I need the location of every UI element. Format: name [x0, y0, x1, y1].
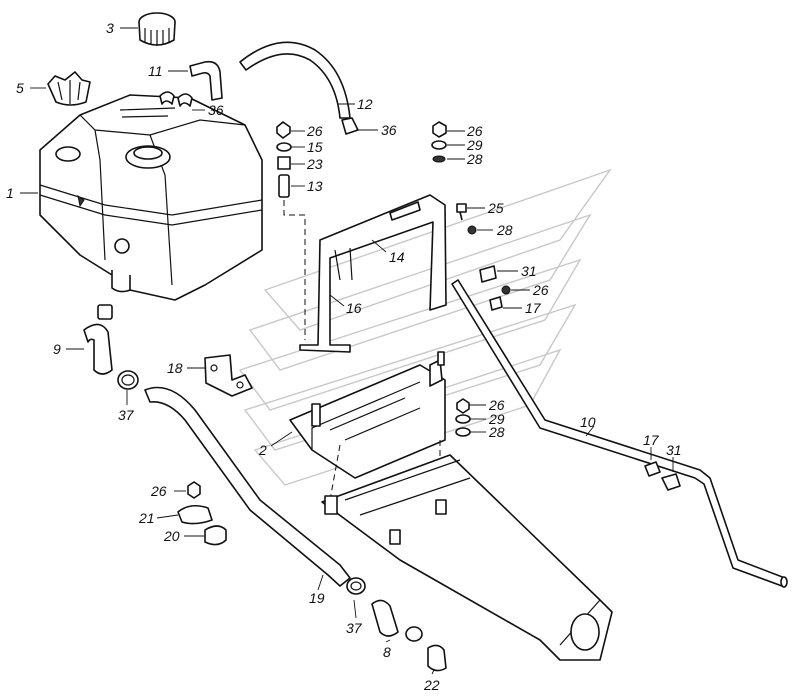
callout-36-right: 36: [381, 122, 397, 138]
callout-29-lower: 29: [488, 411, 505, 427]
callout-31-top: 31: [521, 263, 537, 279]
callout-18: 18: [167, 360, 183, 376]
callout-26-mid: 26: [532, 282, 549, 298]
callout-11: 11: [148, 63, 163, 79]
part-12-hose: [239, 41, 359, 135]
callout-29-top: 29: [466, 137, 483, 153]
part-long-housing: [321, 454, 613, 661]
part-5-filler-cap: [47, 71, 91, 106]
part-1-expansion-tank: [39, 94, 263, 301]
part-2-mounting-plate: [289, 351, 446, 479]
callout-31-lower: 31: [666, 442, 682, 458]
callout-17-lower: 17: [643, 432, 660, 448]
callout-2: 2: [258, 442, 267, 458]
callout-26-lower: 26: [488, 397, 505, 413]
callout-26-left: 26: [306, 123, 323, 139]
parts-37-8-22-lower: [346, 577, 447, 672]
part-14-bracket: [299, 194, 447, 353]
callout-25: 25: [487, 200, 504, 216]
callout-13: 13: [307, 178, 323, 194]
callout-10: 10: [580, 414, 596, 430]
callout-28-mid: 28: [496, 222, 513, 238]
callout-23: 23: [306, 156, 323, 172]
part-37-clamp-left: [117, 370, 139, 390]
part-10-pipe: [451, 279, 788, 588]
callout-20: 20: [163, 528, 180, 544]
callout-19: 19: [309, 590, 325, 606]
callout-labels: 3 5 1 11 36 12 36 26 15 23 13 26 29 28 2…: [6, 20, 682, 693]
part-3-cap: [138, 12, 176, 46]
bolt-25-washer-28: [456, 203, 477, 235]
callout-28-lower: 28: [488, 424, 505, 440]
part-11-elbow-hose: [189, 60, 223, 101]
callout-21: 21: [138, 510, 155, 526]
callout-22: 22: [423, 677, 440, 693]
callout-17-top: 17: [525, 300, 542, 316]
part-36-clamps: [159, 91, 193, 107]
callout-36-top: 36: [208, 102, 224, 118]
callout-26-bottom-left: 26: [150, 483, 167, 499]
callout-26-right: 26: [466, 123, 483, 139]
callout-3: 3: [106, 20, 114, 36]
callout-9: 9: [53, 341, 61, 357]
callout-12: 12: [357, 96, 373, 112]
clip-31-top: [479, 265, 511, 311]
washers-stack-middle: [455, 398, 471, 437]
part-19-hose: [144, 386, 351, 587]
callout-5: 5: [16, 80, 24, 96]
callout-37-bottom: 37: [346, 620, 363, 636]
fittings-17-31-lower: [644, 461, 681, 491]
callout-28-top: 28: [466, 151, 483, 167]
callout-1: 1: [6, 185, 14, 201]
part-9-elbow-hose: [83, 304, 113, 375]
callout-8: 8: [383, 644, 391, 660]
parts-26-21-20: [177, 481, 227, 546]
callout-37-left: 37: [118, 407, 135, 423]
leader-lines: [20, 27, 674, 675]
callout-14: 14: [389, 249, 405, 265]
callout-15: 15: [307, 139, 323, 155]
callout-16: 16: [346, 300, 362, 316]
hardware-stack-right: [431, 121, 447, 163]
hardware-stack-left: [276, 121, 292, 198]
part-18-bracket-plate: [204, 354, 253, 397]
